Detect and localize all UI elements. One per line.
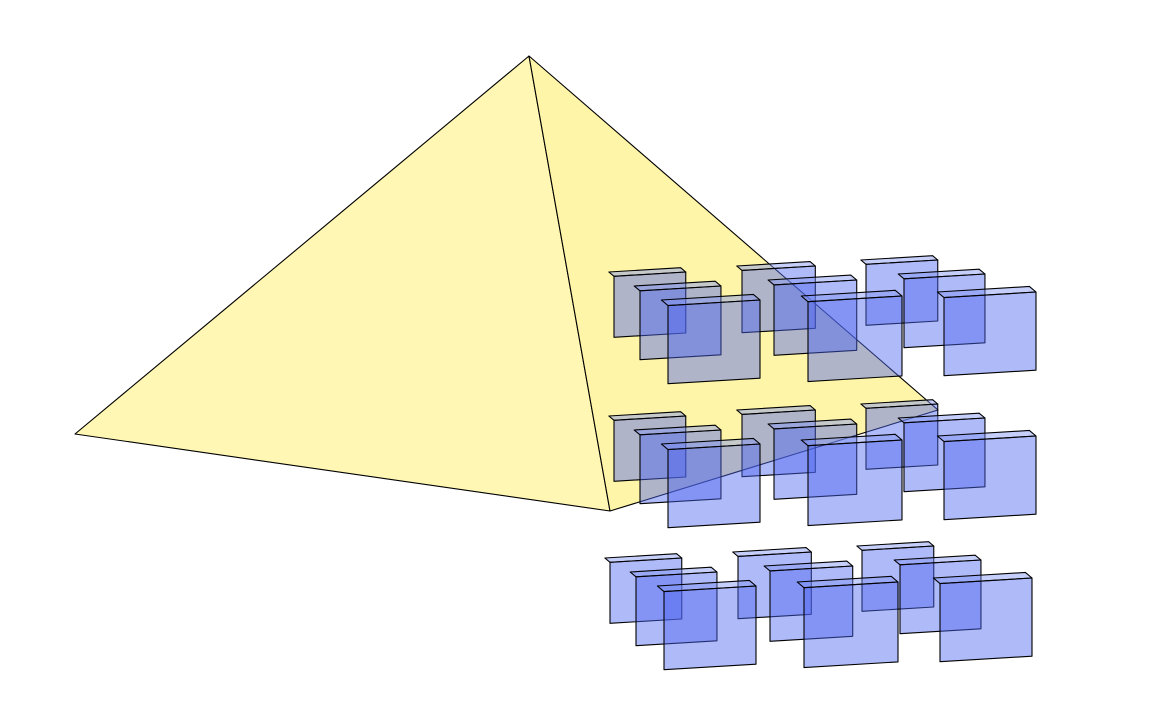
- cube-front-face: [807, 295, 903, 383]
- cube-r2-c0-l1: [629, 566, 718, 647]
- cube-front-face: [773, 423, 858, 500]
- cube-front-face: [865, 403, 939, 470]
- cube-front-face: [639, 429, 722, 505]
- cube-front-face: [639, 285, 722, 361]
- cube-r1-c0-l0: [660, 437, 761, 529]
- cube-front-face: [667, 443, 761, 529]
- cube-r1-c1-l0: [800, 433, 903, 527]
- cube-r0-c0-l1: [633, 280, 722, 361]
- cube-grid: [604, 255, 1037, 671]
- cube-front-face: [773, 279, 858, 356]
- cube-front-face: [939, 577, 1033, 663]
- cube-front-face: [943, 435, 1037, 521]
- cube-front-face: [807, 439, 903, 527]
- cube-r0-c2-l2: [860, 255, 939, 326]
- cube-r1-c0-l1: [633, 424, 722, 505]
- cube-r1-c2-l0: [936, 429, 1037, 521]
- cube-front-face: [635, 571, 718, 647]
- cube-front-face: [667, 299, 761, 385]
- cube-r1-c1-l1: [767, 418, 858, 500]
- cube-front-face: [769, 565, 854, 642]
- cube-r2-c2-l2: [856, 541, 935, 612]
- cube-front-face: [663, 585, 757, 671]
- cube-r2-c2-l0: [932, 571, 1033, 663]
- cube-r0-c1-l0: [800, 289, 903, 383]
- cube-r0-c0-l0: [660, 293, 761, 385]
- cube-r0-c2-l0: [936, 285, 1037, 377]
- cube-front-face: [865, 259, 939, 326]
- cube-r2-c1-l0: [796, 575, 899, 669]
- cube-front-face: [861, 545, 935, 612]
- cube-front-face: [803, 581, 899, 669]
- cube-front-face: [943, 291, 1037, 377]
- cube-r2-c0-l0: [656, 579, 757, 671]
- pyramid: [74, 55, 939, 512]
- cube-r0-c1-l1: [767, 274, 858, 356]
- pyramid-left-face: [74, 55, 611, 512]
- cube-r2-c1-l1: [763, 560, 854, 642]
- cube-r1-c2-l2: [860, 399, 939, 470]
